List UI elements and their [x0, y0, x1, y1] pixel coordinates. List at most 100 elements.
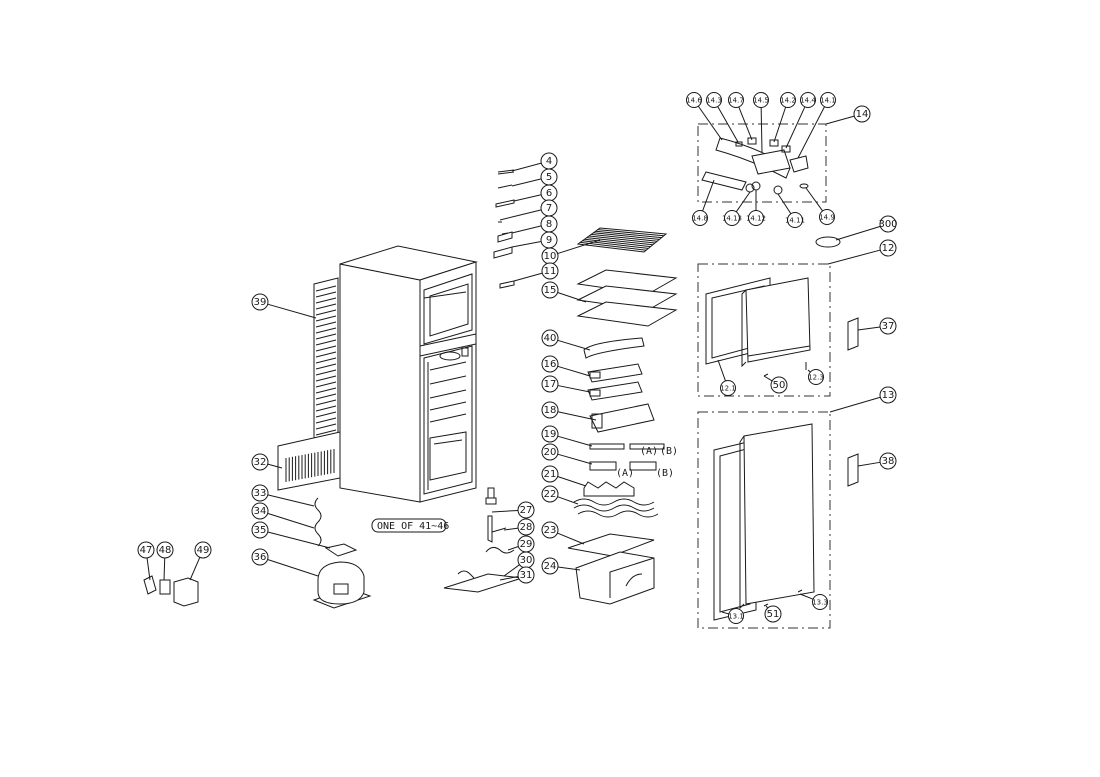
callout-49: 49 — [194, 541, 212, 559]
callout-circle — [728, 608, 744, 624]
callout-37: 37 — [879, 317, 897, 335]
callout-circle — [879, 452, 897, 470]
leader-line — [557, 411, 597, 421]
callout-label: 16 — [544, 359, 557, 370]
callout-circle — [251, 548, 269, 566]
thermostat-and-drain — [443, 487, 523, 593]
leader-line — [499, 576, 519, 581]
leader-line — [267, 494, 315, 507]
callout-label: 7 — [546, 203, 552, 214]
callout-label: 13.3 — [812, 599, 828, 607]
callout-label: 14.7 — [728, 97, 744, 105]
leader-line — [721, 611, 729, 615]
condenser-grille — [313, 277, 339, 447]
callout-8: 8 — [540, 215, 558, 233]
callout-32: 32 — [251, 453, 269, 471]
callout-circle — [137, 541, 155, 559]
callout-39: 39 — [251, 293, 269, 311]
callout-label: 13 — [882, 390, 895, 401]
callout-label: 39 — [254, 297, 267, 308]
callout-label: 11 — [544, 266, 557, 277]
callout-28: 28 — [517, 518, 535, 536]
leader-line — [557, 532, 585, 545]
callout-circle — [251, 453, 269, 471]
callout-circle — [251, 293, 269, 311]
callout-circle — [720, 380, 736, 396]
fridge-door-group — [697, 411, 831, 629]
leader-line — [189, 557, 201, 581]
callout-label: 12.3 — [808, 374, 824, 382]
callout-29: 29 — [517, 535, 535, 553]
callout-circle — [764, 605, 782, 623]
callout-circle — [787, 212, 803, 228]
callout-label: 51 — [767, 609, 780, 620]
callout-13-3: 13.3 — [812, 594, 828, 610]
callout-label: 31 — [520, 570, 533, 581]
leader-line — [557, 292, 587, 303]
callout-label: 9 — [546, 235, 552, 246]
leader-line — [763, 375, 773, 382]
callout-label: 37 — [882, 321, 895, 332]
callout-14-9: 14.9 — [819, 209, 835, 225]
leader-line — [557, 365, 591, 377]
leader-line — [557, 476, 587, 487]
callout-circle — [541, 465, 559, 483]
callout-11: 11 — [541, 262, 559, 280]
egg-trays — [589, 443, 665, 471]
callout-label: 33 — [254, 488, 267, 499]
leader-line — [503, 564, 520, 577]
leader-line — [267, 559, 319, 577]
callout-label: 17 — [544, 379, 557, 390]
callout-label: 14.8 — [692, 215, 708, 223]
leader-line — [760, 107, 763, 153]
callout-circle — [753, 92, 769, 108]
callout-label: 14.12 — [746, 215, 766, 223]
callout-13-1: 13.1 — [728, 608, 744, 624]
callout-50: 50 — [770, 376, 788, 394]
callout-48: 48 — [156, 541, 174, 559]
crisper-assembly — [567, 533, 655, 605]
freezer-door-group — [697, 263, 831, 397]
callout-14-8: 14.8 — [692, 210, 708, 226]
callout-circle — [541, 329, 559, 347]
callout-14-1: 14.1 — [820, 92, 836, 108]
callout-circle — [692, 210, 708, 226]
callout-circle — [517, 518, 535, 536]
leader-line — [511, 162, 542, 172]
callout-label: 18 — [544, 405, 557, 416]
relay-overload-parts — [143, 575, 199, 607]
leader-line — [511, 240, 542, 248]
callout-34: 34 — [251, 502, 269, 520]
callout-circle — [879, 317, 897, 335]
callout-300: 300 — [878, 215, 898, 233]
callout-label: 38 — [882, 456, 895, 467]
callout-circle — [251, 521, 269, 539]
leader-line — [511, 178, 542, 187]
leader-line — [785, 106, 806, 149]
callout-23: 23 — [541, 521, 559, 539]
leader-line — [557, 435, 593, 447]
compressor-assembly — [312, 497, 372, 609]
callout-circle — [156, 541, 174, 559]
leader-line — [829, 396, 881, 413]
callout-label: 48 — [159, 545, 172, 556]
callout-35: 35 — [251, 521, 269, 539]
callout-circle — [800, 92, 816, 108]
callout-label: 14.11 — [785, 217, 805, 225]
back-cover-panel — [277, 431, 341, 491]
callout-circle — [541, 425, 559, 443]
callout-circle — [748, 210, 764, 226]
leader-line — [511, 209, 542, 218]
callout-circle — [879, 386, 897, 404]
leader-line — [777, 193, 792, 214]
callout-label: 14 — [856, 109, 869, 120]
callout-16: 16 — [541, 355, 559, 373]
callout-21: 21 — [541, 465, 559, 483]
callout-circle — [251, 484, 269, 502]
callout-circle — [251, 502, 269, 520]
callout-label: 27 — [520, 505, 533, 516]
callout-label: 14.3 — [706, 97, 722, 105]
leader-lines — [146, 105, 881, 615]
callout-circle — [194, 541, 212, 559]
callout-12-3: 12.3 — [808, 369, 824, 385]
